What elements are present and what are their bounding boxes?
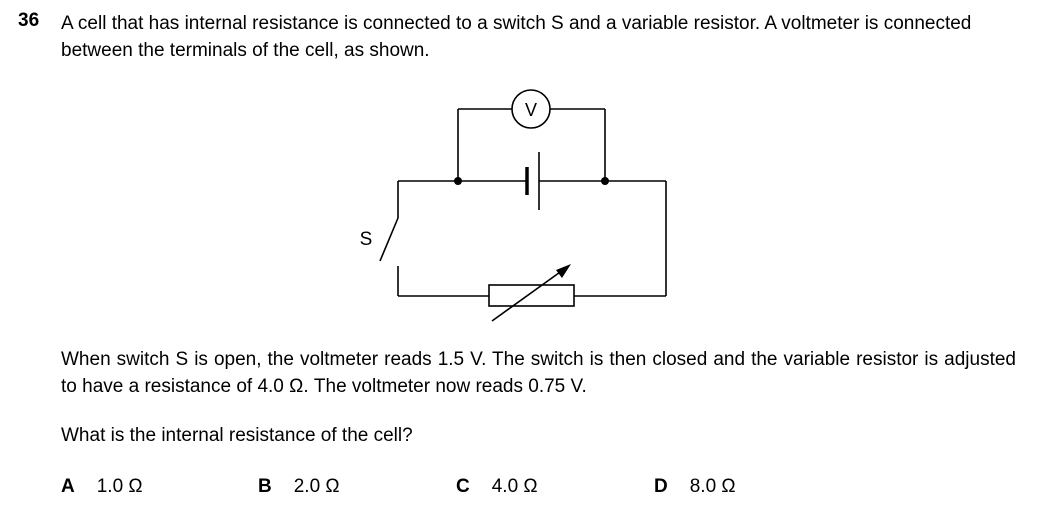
voltmeter-label: V	[525, 100, 537, 120]
question-stem: A cell that has internal resistance is c…	[61, 13, 972, 61]
option-value: 8.0 Ω	[689, 476, 736, 497]
variable-resistor-arrow	[491, 269, 564, 322]
switch-blade	[379, 217, 399, 262]
question-number: 36	[18, 10, 40, 31]
variable-resistor	[488, 284, 575, 307]
voltmeter-circle	[511, 89, 551, 129]
question-prompt: What is the internal resistance of the c…	[61, 425, 413, 446]
option-letter: C	[456, 476, 470, 497]
arrow-head	[556, 264, 571, 278]
option-b[interactable]: B 2.0 Ω	[258, 476, 340, 498]
junction-left	[454, 177, 462, 185]
question-info: When switch S is open, the voltmeter rea…	[61, 349, 1016, 397]
option-letter: B	[258, 476, 272, 497]
option-letter: D	[654, 476, 668, 497]
option-value: 2.0 Ω	[293, 476, 340, 497]
option-c[interactable]: C 4.0 Ω	[456, 476, 538, 498]
junction-right	[601, 177, 609, 185]
switch-label: S	[360, 229, 373, 250]
option-d[interactable]: D 8.0 Ω	[654, 476, 736, 498]
option-value: 4.0 Ω	[491, 476, 538, 497]
option-a[interactable]: A 1.0 Ω	[61, 476, 143, 498]
option-letter: A	[61, 476, 75, 497]
option-value: 1.0 Ω	[96, 476, 143, 497]
